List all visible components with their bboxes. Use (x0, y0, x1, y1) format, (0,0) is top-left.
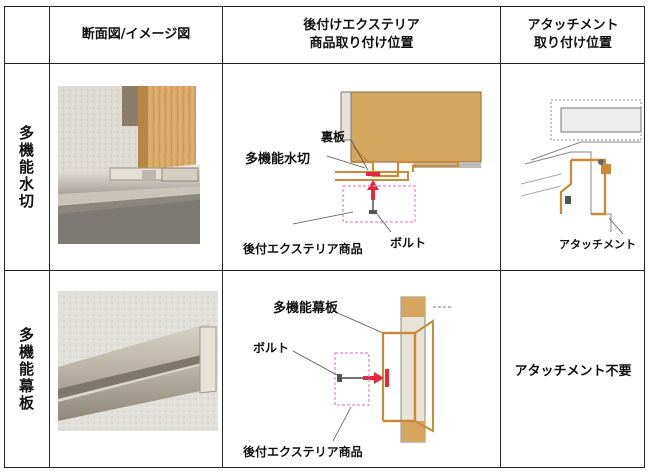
image-cell-row1 (50, 64, 222, 270)
image-cell-row2 (50, 271, 222, 468)
row-label-2-text: 多機能幕板 (17, 327, 35, 412)
callout-product: 多機能幕板 (273, 301, 339, 316)
column-divider (222, 6, 223, 468)
attachment-not-required-note: アタッチメント不要 (514, 364, 632, 379)
header-attachment-line1: アタッチメント (527, 17, 619, 33)
row-label-1: 多機能水切 (4, 64, 49, 270)
fascia-section-diagram (292, 296, 453, 443)
row-divider (4, 63, 645, 64)
callout-bolt: ボルト (390, 236, 427, 250)
exterior-diagram-row1: 多機能水切 裏板 ボルト 後付エクステリア商品 (223, 64, 500, 270)
header-exterior-line2: 商品取り付け位置 (309, 35, 414, 51)
callout-backplate: 裏板 (321, 130, 346, 144)
header-exterior-line1: 後付けエクステリア (303, 17, 420, 33)
header-exterior-position: 後付けエクステリア 商品取り付け位置 (223, 6, 500, 63)
header-section-view: 断面図/イメージ図 (50, 6, 222, 63)
callout-bolt: ボルト (253, 341, 290, 355)
column-divider (49, 6, 50, 468)
attachment-section-diagram (520, 99, 642, 235)
callout-exterior-product: 後付エクステリア商品 (243, 242, 363, 256)
water-drip-3d-image (58, 86, 200, 244)
water-drip-section-diagram (292, 91, 482, 233)
header-section-text: 断面図/イメージ図 (81, 26, 191, 42)
exterior-diagram-row2: 多機能幕板 ボルト 後付エクステリア商品 (223, 271, 500, 468)
row-divider (4, 270, 645, 271)
fascia-board-3d-image (58, 291, 218, 431)
callout-product: 多機能水切 (245, 152, 311, 167)
attachment-diagram-row1: アタッチメント (501, 64, 645, 270)
comparison-table: 断面図/イメージ図 後付けエクステリア 商品取り付け位置 アタッチメント 取り付… (4, 6, 645, 468)
column-divider (500, 6, 501, 468)
header-attachment-line2: 取り付け位置 (533, 35, 612, 51)
attachment-cell-row2: アタッチメント不要 (501, 271, 645, 468)
callout-exterior-product: 後付エクステリア商品 (243, 445, 363, 459)
row-label-2: 多機能幕板 (4, 271, 49, 468)
header-attachment-position: アタッチメント 取り付け位置 (501, 6, 645, 63)
callout-attachment: アタッチメント (559, 238, 636, 251)
row-label-1-text: 多機能水切 (17, 124, 35, 210)
table-border (4, 6, 645, 468)
